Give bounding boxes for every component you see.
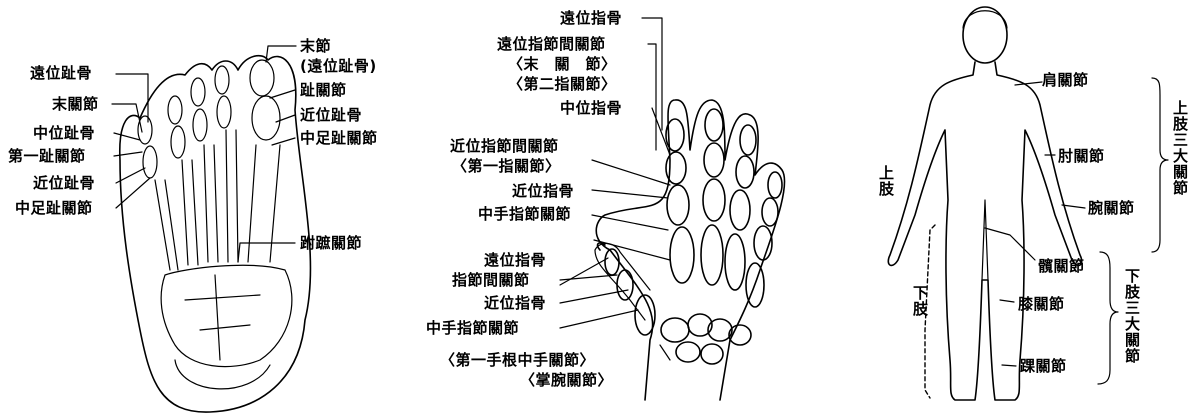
body-label-hip: 髖關節 [1038,257,1085,275]
foot-label-proximal-phalanx-right: 近位趾骨 [300,106,363,124]
foot-label-end-joint: 末關節 [52,95,99,113]
body-label-upper-three-joints: 上肢三大關節 [1171,100,1189,196]
hand-label-pip-paren: 〈第一指關節〉 [452,157,561,175]
body-label-knee: 膝關節 [1018,295,1065,313]
hand-label-middle-phalanx: 中位指骨 [560,99,623,117]
foot-label-proximal-phalanx: 近位趾骨 [33,174,96,192]
hand-label-pip-joint: 近位指節間關節 [450,137,559,155]
hand-label-dip-joint: 遠位指節間關節 [497,35,606,53]
body-label-wrist: 腕關節 [1088,199,1135,217]
hand-label-dip-paren-2: 〈第二指關節〉 [508,75,617,93]
hand-label-thumb-proximal: 近位指骨 [484,294,547,312]
hand-label-cmc-paren: 〈掌腕關節〉 [520,371,614,389]
hand-label-distal-phalanx-top: 遠位指骨 [560,9,623,27]
foot-diagram-panel: 遠位趾骨 末關節 中位趾骨 第一趾關節 近位趾骨 中足趾關節 末節 (遠位趾骨)… [0,0,420,414]
hand-diagram-panel: 遠位指骨 遠位指節間關節 〈末 關 節〉 〈第二指關節〉 中位指骨 近位指節間關… [420,0,830,414]
body-diagram-panel: 肩關節 肘關節 腕關節 髖關節 膝關節 踝關節 上肢 下肢 上肢三大關節 下肢三… [830,0,1198,414]
hand-label-thumb-ip-joint: 指節間關節 [452,271,530,289]
foot-label-end-segment-paren: (遠位趾骨) [300,57,377,75]
body-label-lower-three-joints: 下肢三大關節 [1123,268,1141,364]
body-label-ankle: 踝關節 [1020,357,1067,375]
foot-label-toe-joint: 趾關節 [300,81,347,99]
body-label-lower-limb: 下肢 [911,285,929,317]
foot-label-first-toe-joint: 第一趾關節 [8,147,86,165]
hand-label-cmc-joint: 〈第一手根中手關節〉 [440,351,596,369]
foot-skeleton-drawing [111,45,312,413]
foot-label-mtp-joint-left: 中足趾關節 [15,199,93,217]
hand-label-dip-paren-1: 〈末 關 節〉 [508,55,617,73]
hand-skeleton-drawing [559,17,786,401]
hand-label-proximal-phalanx: 近位指骨 [512,182,575,200]
body-label-shoulder: 肩關節 [1042,71,1089,89]
human-body-drawing [887,6,1169,401]
foot-label-tmt-joint: 跗蹠關節 [300,234,363,252]
hand-label-mcp-joint: 中手指節關節 [478,205,572,223]
foot-label-mtp-joint-right: 中足趾關節 [300,129,378,147]
foot-label-distal-phalanx: 遠位趾骨 [30,64,93,82]
hand-label-thumb-mcp-joint: 中手指節關節 [426,319,520,337]
foot-label-end-segment: 末節 [300,37,332,55]
foot-label-middle-phalanx: 中位趾骨 [33,124,96,142]
hand-label-thumb-distal: 遠位指骨 [484,251,547,269]
body-label-elbow: 肘關節 [1058,147,1105,165]
body-label-upper-limb: 上肢 [877,165,895,197]
